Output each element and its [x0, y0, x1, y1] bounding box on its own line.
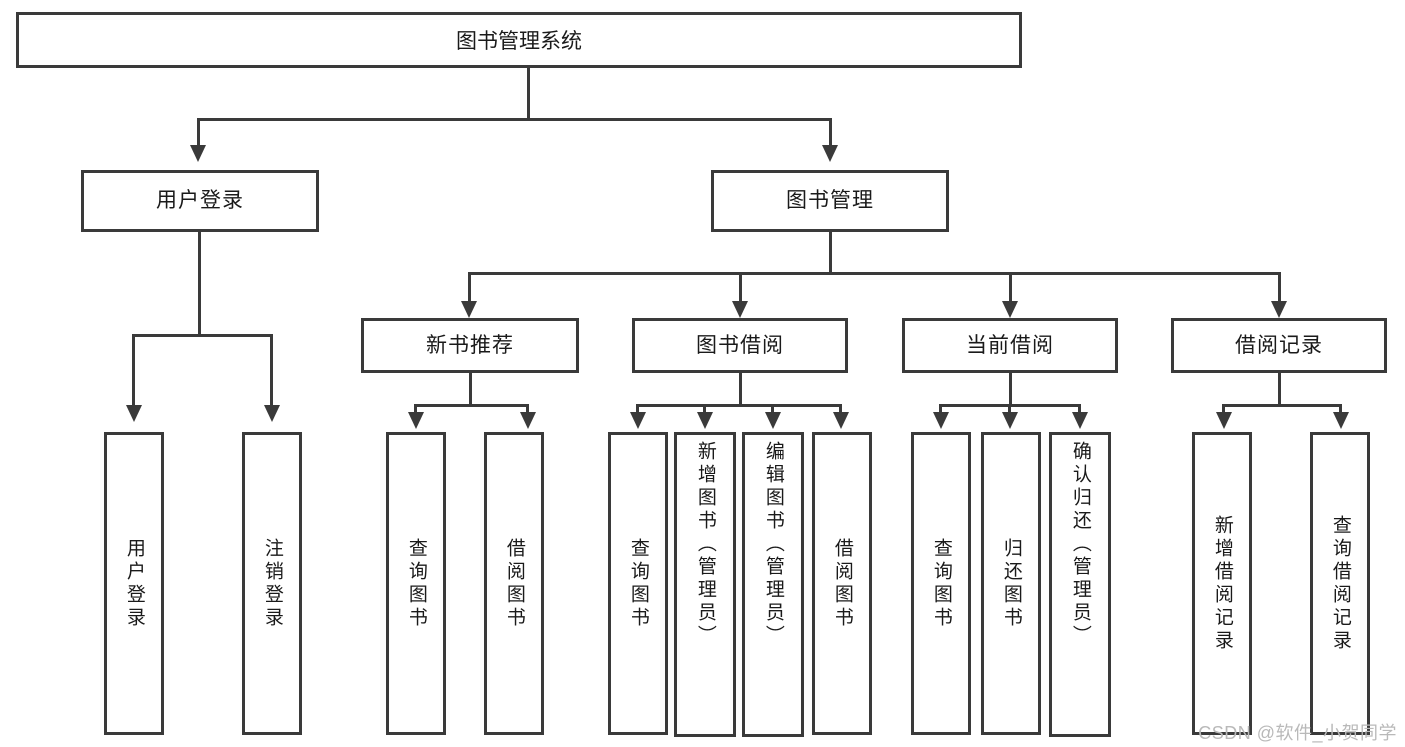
- arrow-to-bb-leaf-2: [697, 412, 713, 429]
- arrow-to-cb-leaf-1: [933, 412, 949, 429]
- leaf-label: 新增借阅记录: [1211, 514, 1233, 653]
- leaf-label: 查询图书: [930, 537, 952, 630]
- leaf-br-add-record[interactable]: 新增借阅记录: [1192, 432, 1252, 735]
- connector-book-borrow-stem: [739, 373, 742, 406]
- node-current-borrow[interactable]: 当前借阅: [902, 318, 1118, 373]
- arrow-to-book-manage: [822, 145, 838, 162]
- leaf-label: 注销登录: [261, 537, 283, 630]
- leaf-label: 查询借阅记录: [1329, 514, 1351, 653]
- connector-drop-cb-leaf-2: [1008, 404, 1011, 414]
- leaf-cb-confirm-return-admin[interactable]: 确认归还（管理员）: [1049, 432, 1111, 737]
- connector-drop-cb-leaf-3: [1078, 404, 1081, 414]
- arrow-to-nb-leaf-2: [520, 412, 536, 429]
- node-root-system[interactable]: 图书管理系统: [16, 12, 1022, 68]
- connector-new-book-stem: [469, 373, 472, 406]
- arrow-to-leaf-logout: [264, 405, 280, 422]
- connector-book-borrow-bus: [636, 404, 842, 407]
- connector-drop-bb-leaf-3: [771, 404, 774, 414]
- leaf-nb-borrow-book[interactable]: 借阅图书: [484, 432, 544, 735]
- leaf-user-login[interactable]: 用户登录: [104, 432, 164, 735]
- connector-drop-br-leaf-1: [1222, 404, 1225, 414]
- leaf-label: 确认归还（管理员）: [1069, 441, 1091, 648]
- connector-user-login-stem: [198, 232, 201, 336]
- leaf-label: 新增图书（管理员）: [694, 441, 716, 648]
- arrow-to-br-leaf-2: [1333, 412, 1349, 429]
- connector-borrow-records-bus: [1222, 404, 1342, 407]
- connector-level3-bus: [468, 272, 1280, 275]
- leaf-cb-query-book[interactable]: 查询图书: [911, 432, 971, 735]
- connector-book-manage-stem: [829, 232, 832, 274]
- connector-root-stem: [527, 68, 530, 119]
- arrow-to-new-book: [461, 301, 477, 318]
- leaf-label: 查询图书: [405, 537, 427, 630]
- arrow-to-bb-leaf-1: [630, 412, 646, 429]
- arrow-to-cb-leaf-3: [1072, 412, 1088, 429]
- connector-drop-book-borrow: [739, 272, 742, 301]
- connector-new-book-bus: [414, 404, 529, 407]
- arrow-to-borrow-records: [1271, 301, 1287, 318]
- node-new-book-recommend[interactable]: 新书推荐: [361, 318, 579, 373]
- node-book-manage[interactable]: 图书管理: [711, 170, 949, 232]
- leaf-logout[interactable]: 注销登录: [242, 432, 302, 735]
- connector-level2-bus: [197, 118, 832, 121]
- arrow-to-cb-leaf-2: [1002, 412, 1018, 429]
- leaf-bb-borrow-book[interactable]: 借阅图书: [812, 432, 872, 735]
- node-user-login[interactable]: 用户登录: [81, 170, 319, 232]
- connector-current-borrow-stem: [1009, 373, 1012, 406]
- leaf-br-query-record[interactable]: 查询借阅记录: [1310, 432, 1370, 735]
- connector-drop-nb-leaf-2: [526, 404, 529, 414]
- node-label: 图书借阅: [696, 333, 784, 357]
- leaf-label: 借阅图书: [831, 537, 853, 630]
- connector-drop-bb-leaf-1: [636, 404, 639, 414]
- node-label: 图书管理: [786, 189, 874, 213]
- arrow-to-user-login: [190, 145, 206, 162]
- leaf-bb-edit-book-admin[interactable]: 编辑图书（管理员）: [742, 432, 804, 737]
- connector-drop-user-login: [197, 118, 200, 145]
- node-label: 借阅记录: [1235, 333, 1323, 357]
- leaf-cb-return-book[interactable]: 归还图书: [981, 432, 1041, 735]
- node-label: 当前借阅: [966, 333, 1054, 357]
- leaf-label: 用户登录: [123, 537, 145, 630]
- connector-drop-book-manage: [829, 118, 832, 145]
- leaf-label: 归还图书: [1000, 537, 1022, 630]
- node-label: 用户登录: [156, 189, 244, 213]
- arrow-to-bb-leaf-3: [765, 412, 781, 429]
- connector-drop-borrow-records: [1278, 272, 1281, 301]
- arrow-to-leaf-user-login: [126, 405, 142, 422]
- connector-drop-bb-leaf-2: [703, 404, 706, 414]
- leaf-bb-add-book-admin[interactable]: 新增图书（管理员）: [674, 432, 736, 737]
- leaf-label: 借阅图书: [503, 537, 525, 630]
- connector-drop-nb-leaf-1: [414, 404, 417, 414]
- leaf-bb-query-book[interactable]: 查询图书: [608, 432, 668, 735]
- arrow-to-book-borrow: [732, 301, 748, 318]
- arrow-to-br-leaf-1: [1216, 412, 1232, 429]
- arrow-to-bb-leaf-4: [833, 412, 849, 429]
- arrow-to-current-borrow: [1002, 301, 1018, 318]
- leaf-label: 查询图书: [627, 537, 649, 630]
- node-book-borrow[interactable]: 图书借阅: [632, 318, 848, 373]
- node-borrow-records[interactable]: 借阅记录: [1171, 318, 1387, 373]
- connector-borrow-records-stem: [1278, 373, 1281, 406]
- leaf-nb-query-book[interactable]: 查询图书: [386, 432, 446, 735]
- connector-drop-current-borrow: [1009, 272, 1012, 301]
- connector-drop-bb-leaf-4: [839, 404, 842, 414]
- arrow-to-nb-leaf-1: [408, 412, 424, 429]
- connector-drop-leaf-user-login: [132, 334, 135, 405]
- leaf-label: 编辑图书（管理员）: [762, 441, 784, 648]
- connector-drop-new-book: [468, 272, 471, 301]
- node-label: 图书管理系统: [456, 30, 582, 53]
- watermark-text: CSDN @软件_小贺同学: [1198, 723, 1397, 743]
- connector-drop-br-leaf-2: [1339, 404, 1342, 414]
- connector-drop-cb-leaf-1: [939, 404, 942, 414]
- connector-drop-leaf-logout: [270, 334, 273, 405]
- node-label: 新书推荐: [426, 333, 514, 357]
- connector-user-login-bus: [132, 334, 273, 337]
